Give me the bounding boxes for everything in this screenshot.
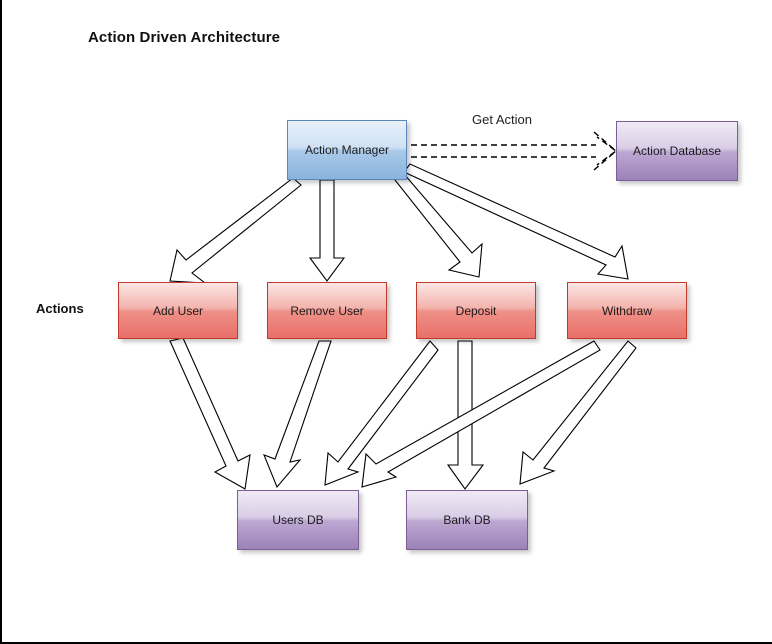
dashed-arrowhead-lower bbox=[593, 150, 617, 171]
get-action-edge-label: Get Action bbox=[472, 112, 532, 127]
node-action-database[interactable]: Action Database bbox=[616, 121, 738, 181]
actions-group-label: Actions bbox=[36, 301, 84, 316]
arrow-deposit-to-bank-db bbox=[446, 340, 485, 490]
node-withdraw[interactable]: Withdraw bbox=[567, 282, 687, 339]
node-add-user-label: Add User bbox=[152, 303, 204, 318]
node-users-db-label: Users DB bbox=[272, 513, 324, 527]
node-action-database-label: Action Database bbox=[632, 144, 722, 158]
node-add-user[interactable]: Add User bbox=[118, 282, 238, 339]
arrow-manager-to-deposit bbox=[394, 173, 483, 278]
arrow-add-user-to-users-db bbox=[169, 337, 251, 490]
node-bank-db[interactable]: Bank DB bbox=[406, 490, 528, 550]
arrow-deposit-to-users-db bbox=[324, 340, 439, 486]
node-deposit[interactable]: Deposit bbox=[416, 282, 536, 339]
arrow-manager-to-remove-user bbox=[308, 179, 346, 282]
arrow-remove-user-to-users-db bbox=[263, 340, 332, 489]
arrow-manager-to-withdraw bbox=[403, 163, 629, 280]
node-remove-user-label: Remove User bbox=[290, 303, 364, 318]
node-users-db[interactable]: Users DB bbox=[237, 490, 359, 550]
arrow-withdraw-to-users-db bbox=[361, 340, 601, 488]
page-title: Action Driven Architecture bbox=[88, 29, 281, 46]
arrow-withdraw-to-bank-db bbox=[519, 340, 637, 485]
node-action-manager[interactable]: Action Manager bbox=[287, 120, 407, 180]
node-bank-db-label: Bank DB bbox=[443, 513, 491, 527]
node-action-manager-label: Action Manager bbox=[304, 143, 390, 157]
arrow-manager-to-add-user bbox=[169, 177, 302, 284]
node-deposit-label: Deposit bbox=[455, 303, 497, 318]
dashed-arrowhead-upper bbox=[593, 131, 617, 152]
node-remove-user[interactable]: Remove User bbox=[267, 282, 387, 339]
node-withdraw-label: Withdraw bbox=[601, 303, 652, 318]
